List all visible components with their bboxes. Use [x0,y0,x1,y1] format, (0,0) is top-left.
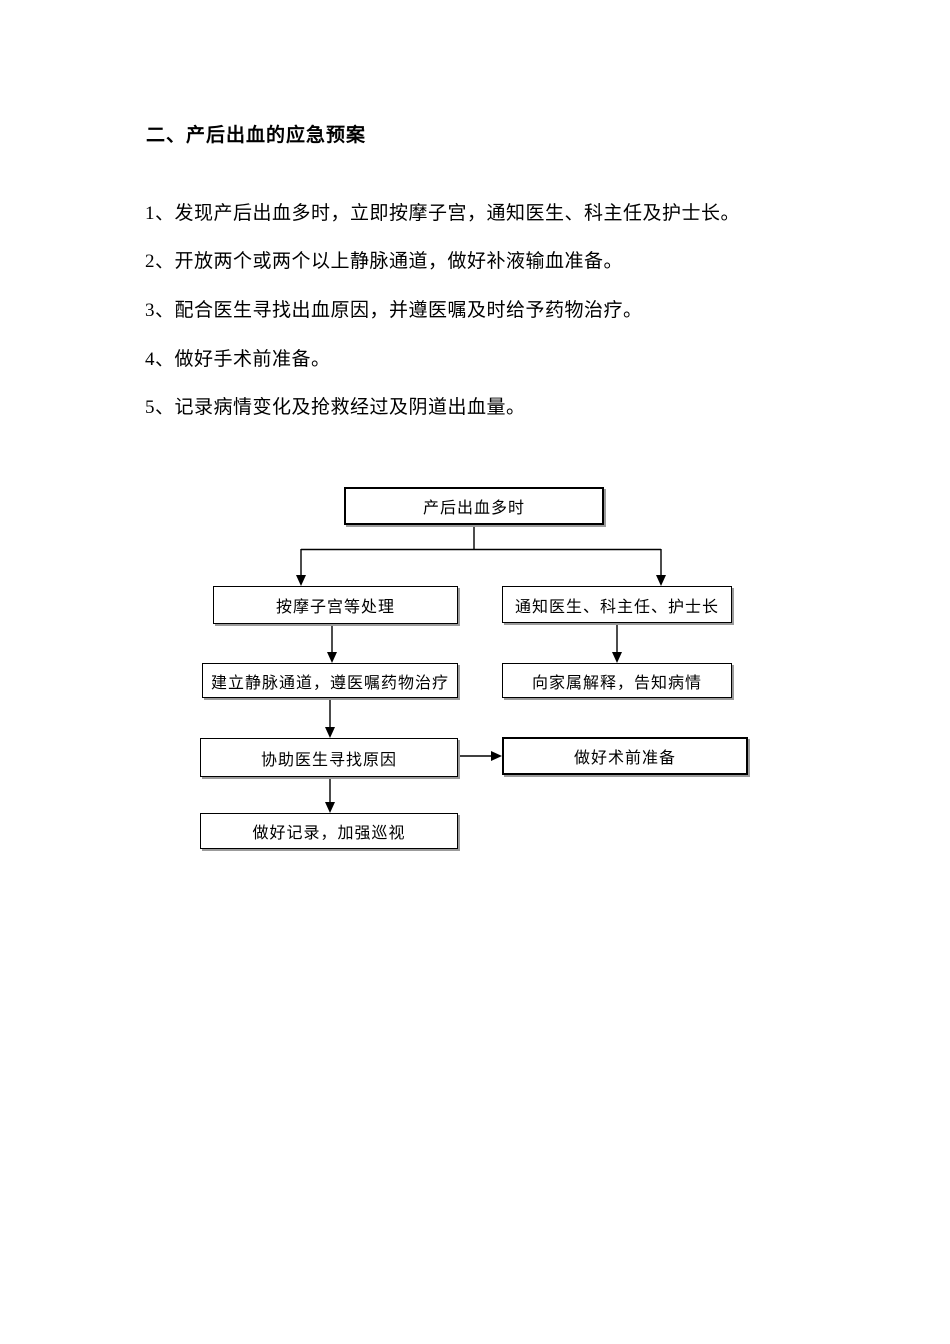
connector-massage-to-iv [327,624,337,663]
flow-node-record-patrol: 做好记录，加强巡视 [200,813,458,849]
flow-node-find-cause: 协助医生寻找原因 [200,738,458,777]
list-item-1: 1、发现产后出血多时，立即按摩子宫，通知医生、科主任及护士长。 [145,203,741,224]
arrow-down-icon [612,652,622,663]
arrow-down-icon [325,727,335,738]
arrow-right-icon [491,751,502,761]
list-item-3: 3、配合医生寻找出血原因，并遵医嘱及时给予药物治疗。 [145,300,643,321]
connector-findcause-to-preop [458,751,502,761]
flow-node-start: 产后出血多时 [344,487,604,525]
connector-start-stem [301,525,661,551]
arrow-down-icon [656,575,666,586]
list-item-4: 4、做好手术前准备。 [145,349,331,370]
flow-node-notify-staff: 通知医生、科主任、护士长 [502,586,732,623]
flow-node-massage-uterus: 按摩子宫等处理 [213,586,458,624]
connector-iv-to-findcause [325,698,335,738]
connector-start-to-notify [656,549,666,586]
list-item-5: 5、记录病情变化及抢救经过及阴道出血量。 [145,397,526,418]
flow-node-iv-channel: 建立静脉通道，遵医嘱药物治疗 [202,663,458,698]
flow-node-explain-family: 向家属解释，告知病情 [502,663,732,698]
connector-notify-to-explain [612,623,622,663]
arrow-down-icon [327,652,337,663]
list-item-2: 2、开放两个或两个以上静脉通道，做好补液输血准备。 [145,251,624,272]
arrow-down-icon [325,802,335,813]
page-title: 二、产后出血的应急预案 [146,125,367,146]
arrow-down-icon [296,575,306,586]
connector-findcause-to-record [325,777,335,813]
flow-node-preop-prepare: 做好术前准备 [502,737,748,775]
connector-start-to-massage [296,549,306,586]
